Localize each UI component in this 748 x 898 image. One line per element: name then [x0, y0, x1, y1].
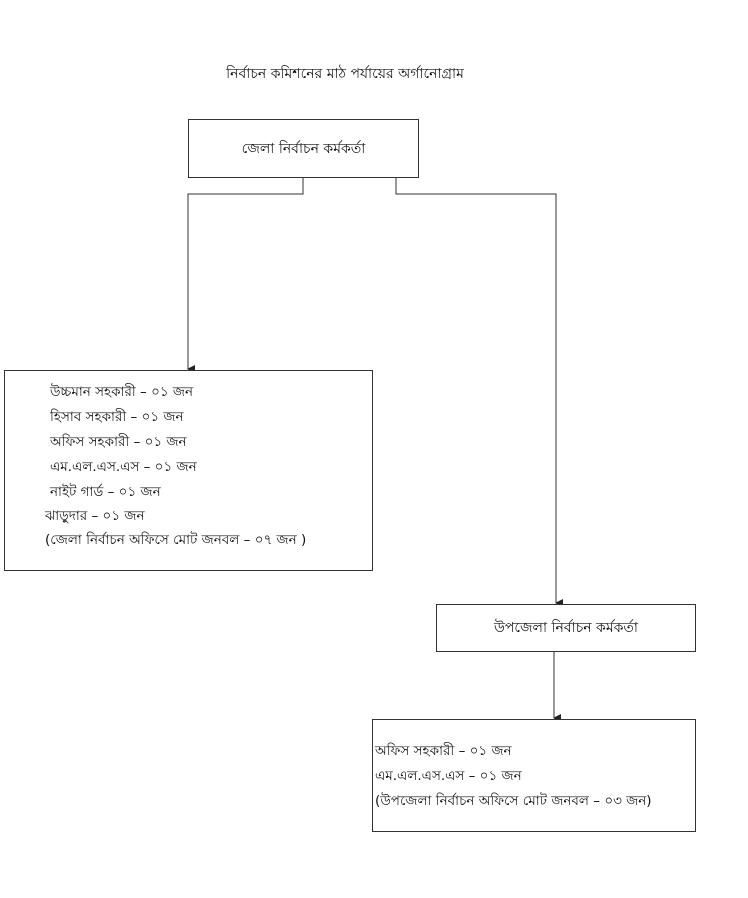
connector-to-district-staff [187, 178, 304, 373]
upazila-staff-box: অফিস সহকারী – ০১ জন এম.এল.এস.এস – ০১ জন … [372, 719, 696, 832]
district-staff-item: হিসাব সহকারী – ০১ জন [50, 409, 184, 425]
upazila-officer-box: উপজেলা নির্বাচন কর্মকর্তা [436, 604, 696, 652]
district-staff-item: অফিস সহকারী – ০১ জন [50, 434, 187, 450]
district-officer-label: জেলা নির্বাচন কর্মকর্তা [241, 140, 366, 157]
district-staff-item: এম.এল.এস.এস – ০১ জন [50, 459, 197, 475]
district-staff-item: নাইট গার্ড – ০১ জন [50, 484, 161, 500]
upazila-officer-label: উপজেলা নির্বাচন কর্মকর্তা [493, 620, 638, 636]
upazila-staff-item: এম.এল.এস.এস – ০১ জন [375, 768, 522, 784]
organogram-title: নির্বাচন কমিশনের মাঠ পর্যায়ের অর্গানোগ্… [226, 66, 464, 82]
district-staff-total: (জেলা নির্বাচন অফিসে মোট জনবল – ০৭ জন ) [45, 532, 307, 548]
district-officer-box: জেলা নির্বাচন কর্মকর্তা [188, 119, 419, 178]
district-staff-box: উচ্চমান সহকারী – ০১ জন হিসাব সহকারী – ০১… [4, 370, 373, 571]
connector-to-upazila-officer [395, 178, 563, 607]
district-staff-item: উচ্চমান সহকারী – ০১ জন [50, 384, 194, 400]
upazila-staff-total: (উপজেলা নির্বাচন অফিসে মোট জনবল – ০৩ জন) [375, 793, 652, 809]
upazila-staff-item: অফিস সহকারী – ০১ জন [375, 743, 512, 759]
district-staff-item: ঝাড়ুদার – ০১ জন [45, 508, 145, 524]
